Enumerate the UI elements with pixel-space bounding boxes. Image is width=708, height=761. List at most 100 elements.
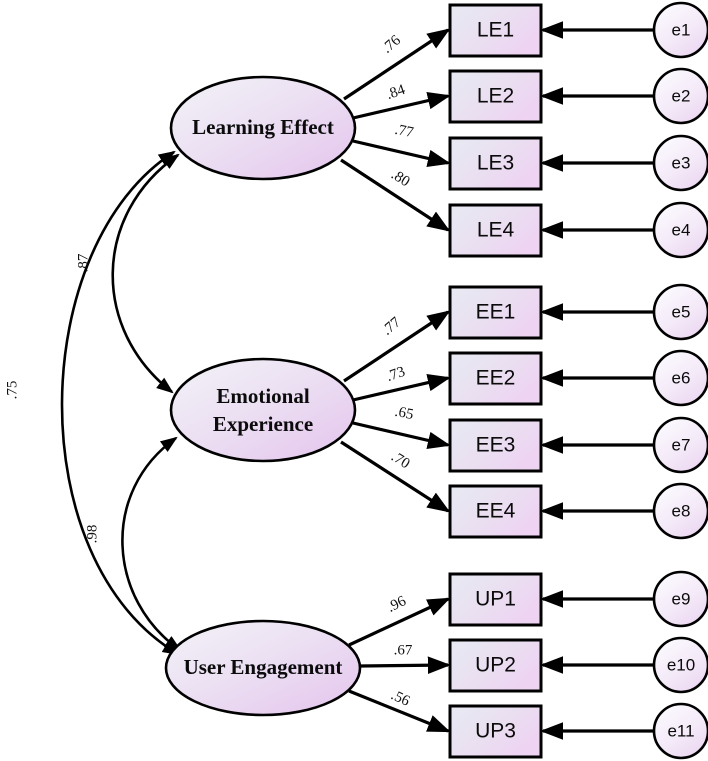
loading-path-le-le1 [343, 28, 451, 101]
error-label-e1: e1 [672, 20, 691, 39]
coefficient-le-le2: .84 [384, 82, 407, 103]
latent-label-ee-line2: Experience [213, 412, 313, 436]
indicator-rect-ee2[interactable] [448, 351, 543, 406]
error-circle-e7[interactable] [652, 416, 708, 474]
error-label-e9: e9 [672, 589, 691, 608]
indicator-rect-le2[interactable] [448, 69, 543, 124]
coefficient-ee-ee3: .65 [393, 404, 414, 423]
loading-path-ee-ee4 [340, 440, 451, 513]
indicator-label-le1: LE1 [477, 19, 514, 42]
coefficient-up-up1: .96 [385, 593, 409, 616]
latent-ellipse-le[interactable] [169, 75, 357, 181]
error-term-e6[interactable]: e6 [652, 349, 708, 407]
error-circle-e6[interactable] [652, 349, 708, 407]
indicator-label-le3: LE3 [477, 152, 514, 175]
error-circle-e8[interactable] [652, 482, 708, 540]
error-circle-e3[interactable] [652, 134, 708, 192]
loading-coefficient-group: .76 .84 .77 .80 .77 .73 .65 .70 .96 .67 … [379, 32, 415, 710]
error-circle-e1[interactable] [652, 1, 708, 59]
latent-label-ee-line1: Emotional [216, 384, 310, 408]
error-term-e8[interactable]: e8 [652, 482, 708, 540]
indicator-le3[interactable]: LE3 [448, 136, 543, 191]
indicator-up1[interactable]: UP1 [448, 572, 543, 627]
indicator-label-up3: UP3 [475, 720, 516, 743]
error-circle-e5[interactable] [652, 283, 708, 341]
indicator-le2[interactable]: LE2 [448, 69, 543, 124]
indicator-ee4[interactable]: EE4 [448, 484, 543, 539]
indicator-rect-le3[interactable] [448, 136, 543, 191]
loading-path-ee-ee1 [343, 310, 451, 383]
error-term-e10[interactable]: e10 [652, 636, 708, 694]
indicator-label-up1: UP1 [475, 588, 516, 611]
error-circle-e11[interactable] [652, 702, 708, 760]
indicator-le1[interactable]: LE1 [448, 3, 543, 58]
error-term-e9[interactable]: e9 [652, 570, 708, 628]
error-term-e7[interactable]: e7 [652, 416, 708, 474]
error-circle-e9[interactable] [652, 570, 708, 628]
error-label-e5: e5 [672, 302, 691, 321]
covariance-arc-le-up [60, 150, 180, 656]
indicator-label-ee2: EE2 [476, 367, 516, 390]
error-circle-e2[interactable] [652, 67, 708, 125]
error-label-e3: e3 [672, 153, 691, 172]
indicator-rect-up3[interactable] [448, 704, 543, 759]
indicator-label-le2: LE2 [477, 85, 514, 108]
latent-variable-le[interactable]: Learning Effect [169, 75, 357, 181]
error-label-e6: e6 [672, 368, 691, 387]
indicator-rect-le1[interactable] [448, 3, 543, 58]
coefficient-ee-up: .98 [84, 525, 100, 544]
latent-ellipse-up[interactable] [164, 619, 362, 717]
coefficient-up-up2: .67 [394, 642, 413, 658]
indicator-rect-up1[interactable] [448, 572, 543, 627]
error-term-e11[interactable]: e11 [652, 702, 708, 760]
loading-path-le-le4 [340, 158, 451, 232]
error-term-e1[interactable]: e1 [652, 1, 708, 59]
loading-path-up-up1 [348, 597, 451, 647]
loading-path-le-le2 [352, 91, 451, 120]
indicator-rect-ee1[interactable] [448, 285, 543, 340]
indicator-label-ee3: EE3 [476, 434, 516, 457]
indicator-label-up2: UP2 [475, 654, 516, 677]
loading-path-le-le3 [352, 139, 451, 168]
indicator-label-ee1: EE1 [476, 301, 516, 324]
indicator-rect-le4[interactable] [448, 203, 543, 258]
error-circle-e4[interactable] [652, 201, 708, 259]
covariance-arc-le-ee [111, 153, 180, 394]
coefficient-le-ee: .87 [75, 253, 91, 272]
indicator-ee2[interactable]: EE2 [448, 351, 543, 406]
indicator-up2[interactable]: UP2 [448, 638, 543, 693]
indicator-ee1[interactable]: EE1 [448, 285, 543, 340]
error-term-e3[interactable]: e3 [652, 134, 708, 192]
coefficient-le-le4: .80 [388, 167, 412, 191]
indicator-up3[interactable]: UP3 [448, 704, 543, 759]
latent-label-le: Learning Effect [192, 115, 334, 139]
error-term-e5[interactable]: e5 [652, 283, 708, 341]
loading-path-group [340, 28, 451, 733]
covariance-arc-ee-up [121, 436, 182, 652]
loading-path-ee-ee3 [352, 421, 451, 450]
indicator-rect-up2[interactable] [448, 638, 543, 693]
error-term-e2[interactable]: e2 [652, 67, 708, 125]
coefficient-up-up3: .56 [388, 687, 412, 710]
indicator-ee3[interactable]: EE3 [448, 418, 543, 473]
error-circle-e10[interactable] [652, 636, 708, 694]
loading-path-up-up2 [359, 656, 451, 675]
loading-path-up-up3 [348, 689, 451, 733]
latent-variable-ee[interactable]: Emotional Experience [169, 357, 357, 463]
coefficient-le-up: .75 [4, 381, 20, 400]
latent-variable-up[interactable]: User Engagement [164, 619, 362, 717]
indicator-rect-ee3[interactable] [448, 418, 543, 473]
coefficient-le-le1: .76 [379, 32, 404, 57]
covariance-arc-group [60, 150, 182, 656]
indicator-rect-ee4[interactable] [448, 484, 543, 539]
coefficient-le-le3: .77 [393, 122, 415, 141]
coefficient-ee-ee2: .73 [384, 364, 407, 385]
indicator-label-ee4: EE4 [476, 500, 516, 523]
indicator-label-le4: LE4 [477, 219, 515, 242]
error-term-e4[interactable]: e4 [652, 201, 708, 259]
covariance-coefficient-group: .87 .98 .75 [4, 253, 100, 543]
latent-ellipse-ee[interactable] [169, 357, 357, 463]
indicator-le4[interactable]: LE4 [448, 203, 543, 258]
